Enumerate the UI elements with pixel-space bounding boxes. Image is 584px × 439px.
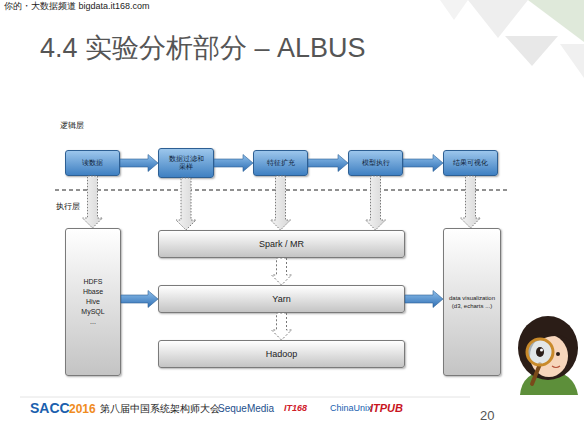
storage-box: HDFS Hbase Hive MySQL ... [65,228,121,376]
flow-arrow [405,291,443,308]
flow-arrow [176,178,196,230]
layer-divider [55,190,510,191]
process-box: 特征扩充 [253,150,308,176]
flow-arrow [461,176,481,228]
node-text: data visualization (d3, echarts ...) [446,294,498,310]
node-text: 结果可视化 [453,159,488,167]
flow-arrow [366,176,386,230]
flow-arrow [271,176,291,230]
flow-arrow [272,313,292,340]
flow-arrow [403,155,443,172]
flow-arrow [308,155,348,172]
logo-text: ChinaUnix [330,404,372,414]
node-text: 读数据 [82,159,103,167]
engine-box: Yarn [158,285,405,313]
page-number: 20 [480,409,494,423]
logo-text: SACC [30,401,70,416]
output-box: data visualization (d3, echarts ...) [443,228,501,376]
logo-text: ITPUB [370,402,403,414]
node-text: Spark / MR [259,239,304,250]
engine-box: Spark / MR [158,230,405,258]
process-box: 读数据 [65,150,120,176]
node-text: 特征扩充 [267,159,295,167]
logo-text: SequeMedia [218,403,274,414]
conference-name: 第八届中国系统架构师大会 [100,404,220,414]
deco-triangle [528,0,584,42]
flow-arrow [120,155,158,172]
flow-arrow [121,291,158,308]
flow-arrow [83,176,103,228]
process-box: 结果可视化 [443,150,498,176]
deco-triangle [440,0,468,20]
footer-line [20,397,470,398]
layer-label: 逻辑层 [60,122,84,131]
node-text: Yarn [272,294,290,305]
flow-arrow [214,155,253,172]
watermark: 你的・大数据频道 bigdata.it168.com [2,2,152,12]
node-text: HDFS Hbase Hive MySQL ... [81,277,105,327]
flow-arrow [272,258,292,285]
process-box: 数据过滤和采样 [158,148,214,178]
layer-label: 执行层 [56,203,80,212]
logo-text: 2016 [69,403,96,416]
node-text: Hadoop [266,349,298,360]
node-text: 模型执行 [362,159,390,167]
deco-triangle [560,44,584,78]
logo-text: IT168 [284,404,307,414]
node-text: 数据过滤和采样 [167,155,205,171]
engine-box: Hadoop [158,340,405,368]
deco-triangle [468,0,528,38]
process-box: 模型执行 [348,150,403,176]
deco-triangle [505,36,558,66]
cartoon-girl [518,316,578,395]
slide-title: 4.4 实验分析部分 – ALBUS [40,34,366,64]
